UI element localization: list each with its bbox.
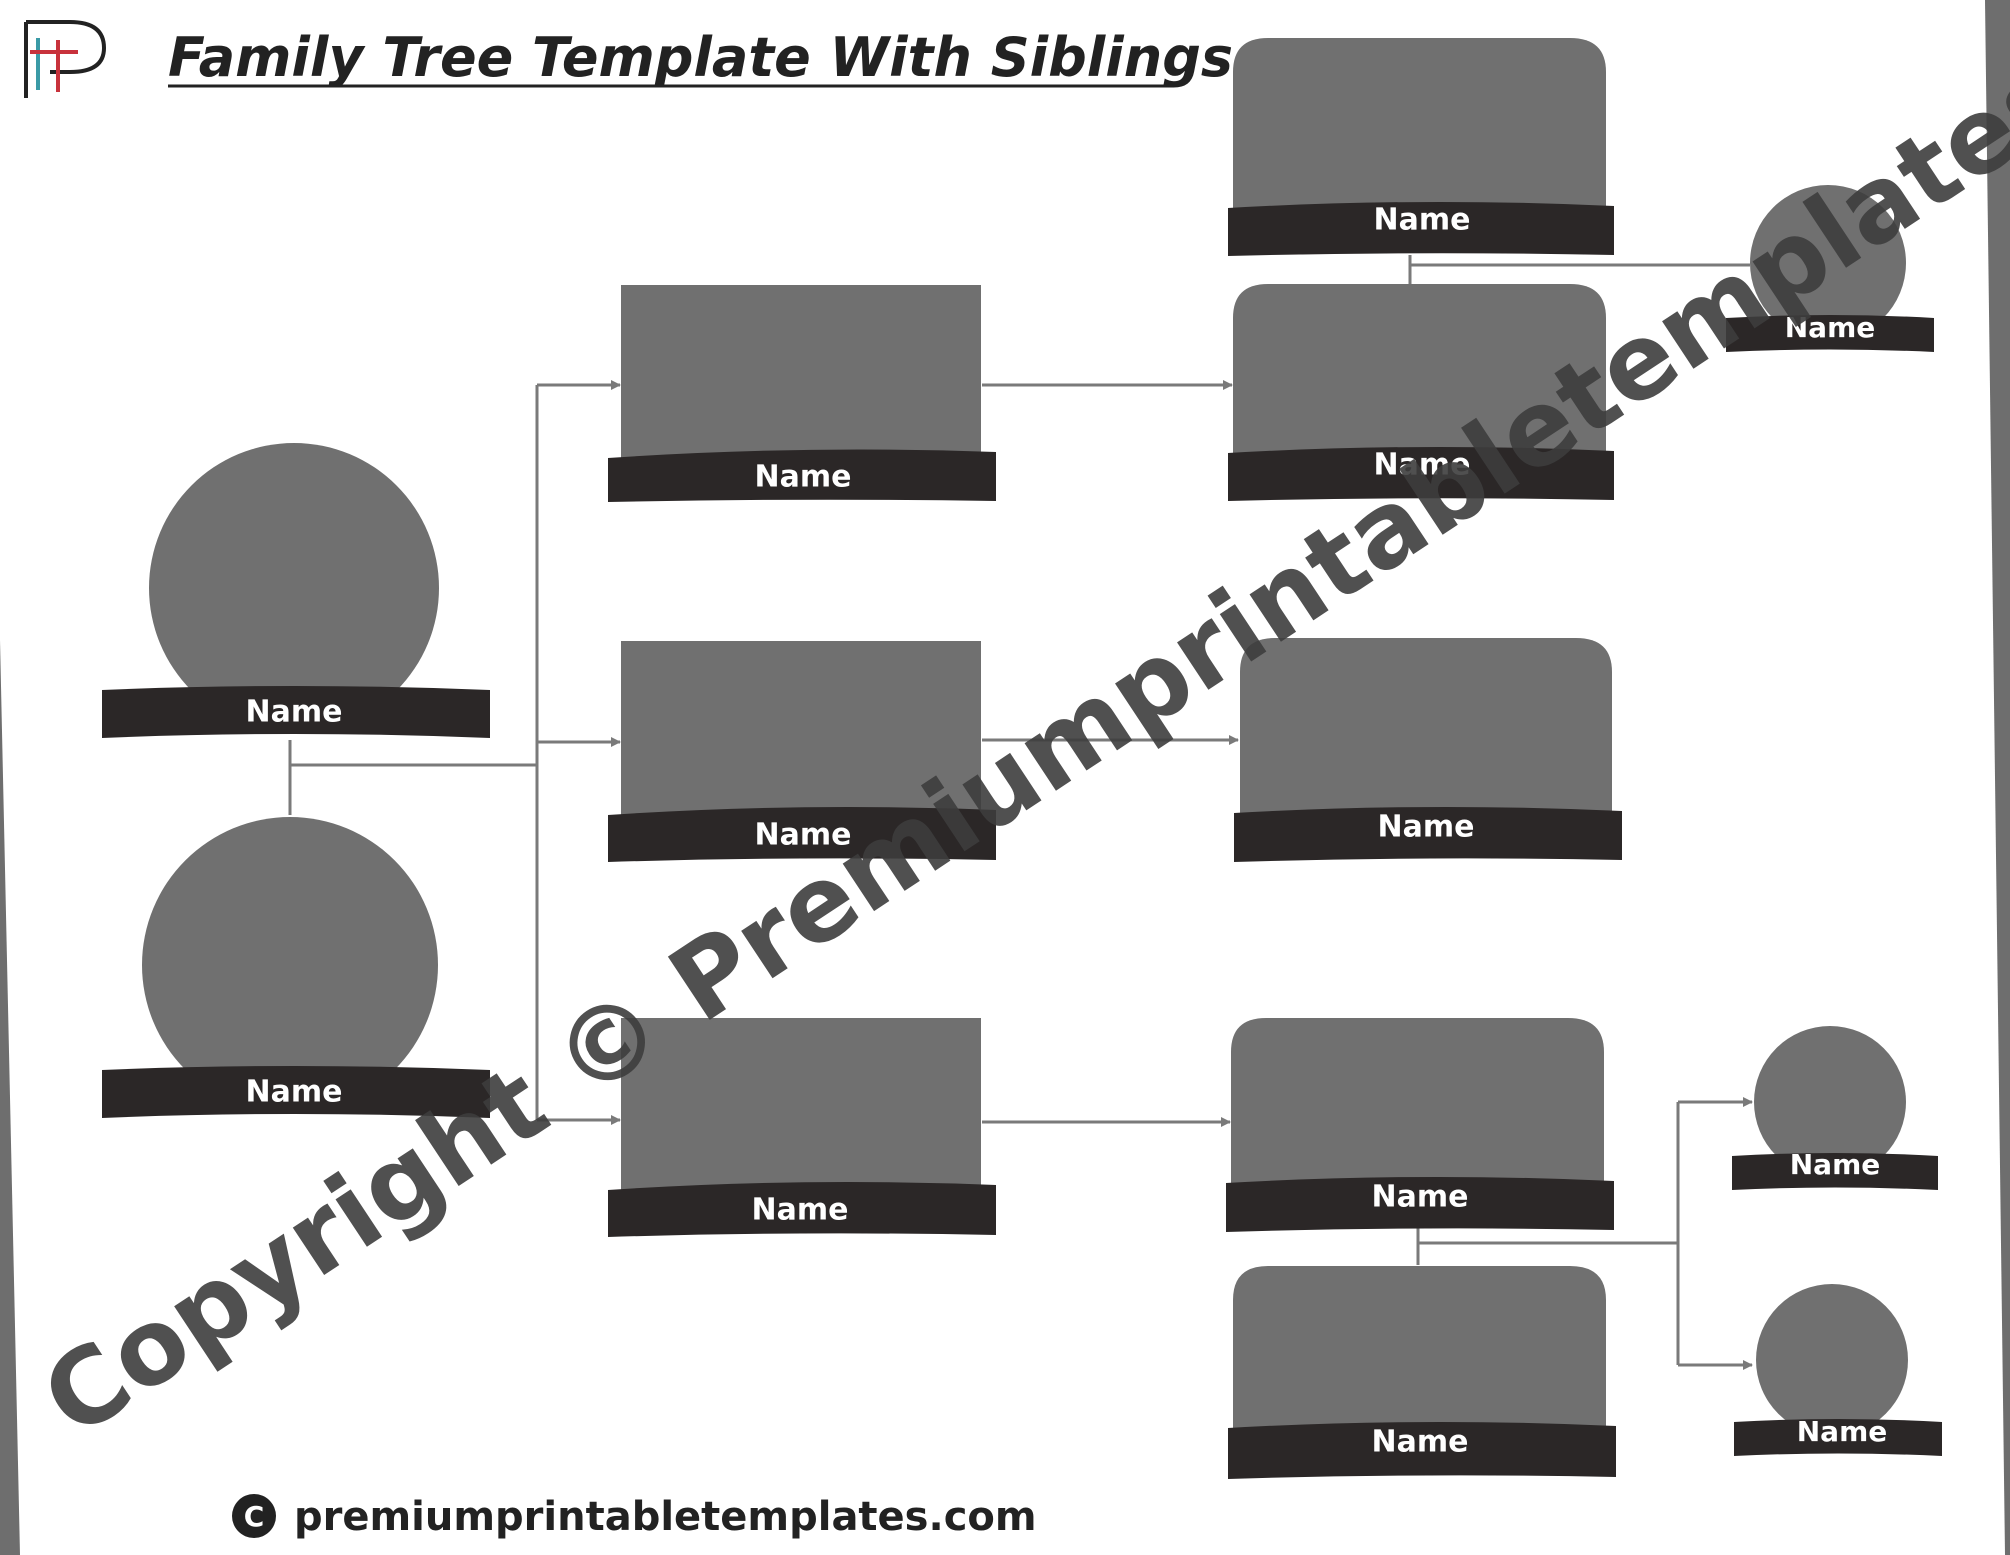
member-child-3-spouse-a[interactable]: Name xyxy=(1226,1018,1614,1232)
member-grandchild-3[interactable]: Name xyxy=(1734,1284,1942,1456)
grandchild-1-banner xyxy=(1726,315,1934,352)
grandchild-2-banner xyxy=(1732,1153,1938,1190)
parent-1-label: Name xyxy=(246,695,343,730)
child-1-spouse-a-label: Name xyxy=(1374,203,1471,238)
member-parent-1[interactable]: Name xyxy=(102,443,490,738)
member-child-3[interactable]: Name xyxy=(608,1018,996,1237)
child-1-photo xyxy=(621,285,981,465)
child-1-banner xyxy=(608,449,996,502)
child-2-spouse-photo xyxy=(1240,638,1612,818)
member-child-1[interactable]: Name xyxy=(608,285,996,502)
member-child-2-spouse[interactable]: Name xyxy=(1234,638,1622,862)
footer: C premiumprintabletemplates.com xyxy=(232,1494,1037,1540)
copyright-icon xyxy=(232,1494,276,1538)
connectors xyxy=(288,255,1753,1370)
child-1-spouse-b-label: Name xyxy=(1374,448,1471,483)
parent-2-photo xyxy=(142,817,438,1113)
child-3-spouse-b-banner xyxy=(1228,1421,1616,1479)
child-2-banner xyxy=(608,806,996,862)
member-parent-2[interactable]: Name xyxy=(102,817,490,1118)
child-3-spouse-b-label: Name xyxy=(1372,1425,1469,1460)
child-3-photo xyxy=(621,1018,981,1198)
grandchild-3-banner xyxy=(1734,1419,1942,1456)
child-1-label: Name xyxy=(755,460,852,495)
member-grandchild-1[interactable]: Name xyxy=(1726,185,1934,352)
brand-logo xyxy=(24,20,107,98)
child-2-spouse-label: Name xyxy=(1378,810,1475,845)
child-1-spouse-a-photo xyxy=(1233,38,1606,215)
member-grandchild-2[interactable]: Name xyxy=(1732,1026,1938,1190)
child-3-banner xyxy=(608,1181,996,1237)
child-3-label: Name xyxy=(752,1193,849,1228)
grandchild-3-photo xyxy=(1756,1284,1908,1436)
grandchild-1-label: Name xyxy=(1785,311,1876,344)
child-3-spouse-b-photo xyxy=(1233,1266,1606,1435)
footer-website[interactable]: premiumprintabletemplates.com xyxy=(294,1494,1037,1540)
child-1-spouse-b-photo xyxy=(1233,284,1606,460)
member-child-1-spouse-a[interactable]: Name xyxy=(1228,38,1614,256)
child-2-label: Name xyxy=(755,818,852,853)
child-3-spouse-a-banner xyxy=(1226,1176,1614,1232)
copyright-symbol: C xyxy=(244,1500,265,1533)
parent-1-photo xyxy=(149,443,439,733)
grandchild-1-photo xyxy=(1750,185,1906,341)
right-edge-stripe xyxy=(1985,0,2010,1555)
grandchild-2-label: Name xyxy=(1790,1148,1881,1181)
child-2-photo xyxy=(621,641,981,821)
parent-2-label: Name xyxy=(246,1075,343,1110)
child-1-spouse-b-banner xyxy=(1228,446,1614,501)
page-title: Family Tree Template With Siblings xyxy=(168,26,1233,89)
parent-1-banner xyxy=(102,686,490,738)
member-child-2[interactable]: Name xyxy=(608,641,996,862)
child-3-spouse-a-photo xyxy=(1231,1018,1604,1190)
grandchild-3-label: Name xyxy=(1797,1415,1888,1448)
grandchild-2-photo xyxy=(1754,1026,1906,1178)
parent-2-banner xyxy=(102,1066,490,1118)
left-edge-stripe xyxy=(0,640,20,1555)
child-3-spouse-a-label: Name xyxy=(1372,1180,1469,1215)
child-2-spouse-banner xyxy=(1234,806,1622,862)
child-1-spouse-a-banner xyxy=(1228,201,1614,256)
member-child-1-spouse-b[interactable]: Name xyxy=(1228,284,1614,501)
member-child-3-spouse-b[interactable]: Name xyxy=(1228,1266,1616,1479)
